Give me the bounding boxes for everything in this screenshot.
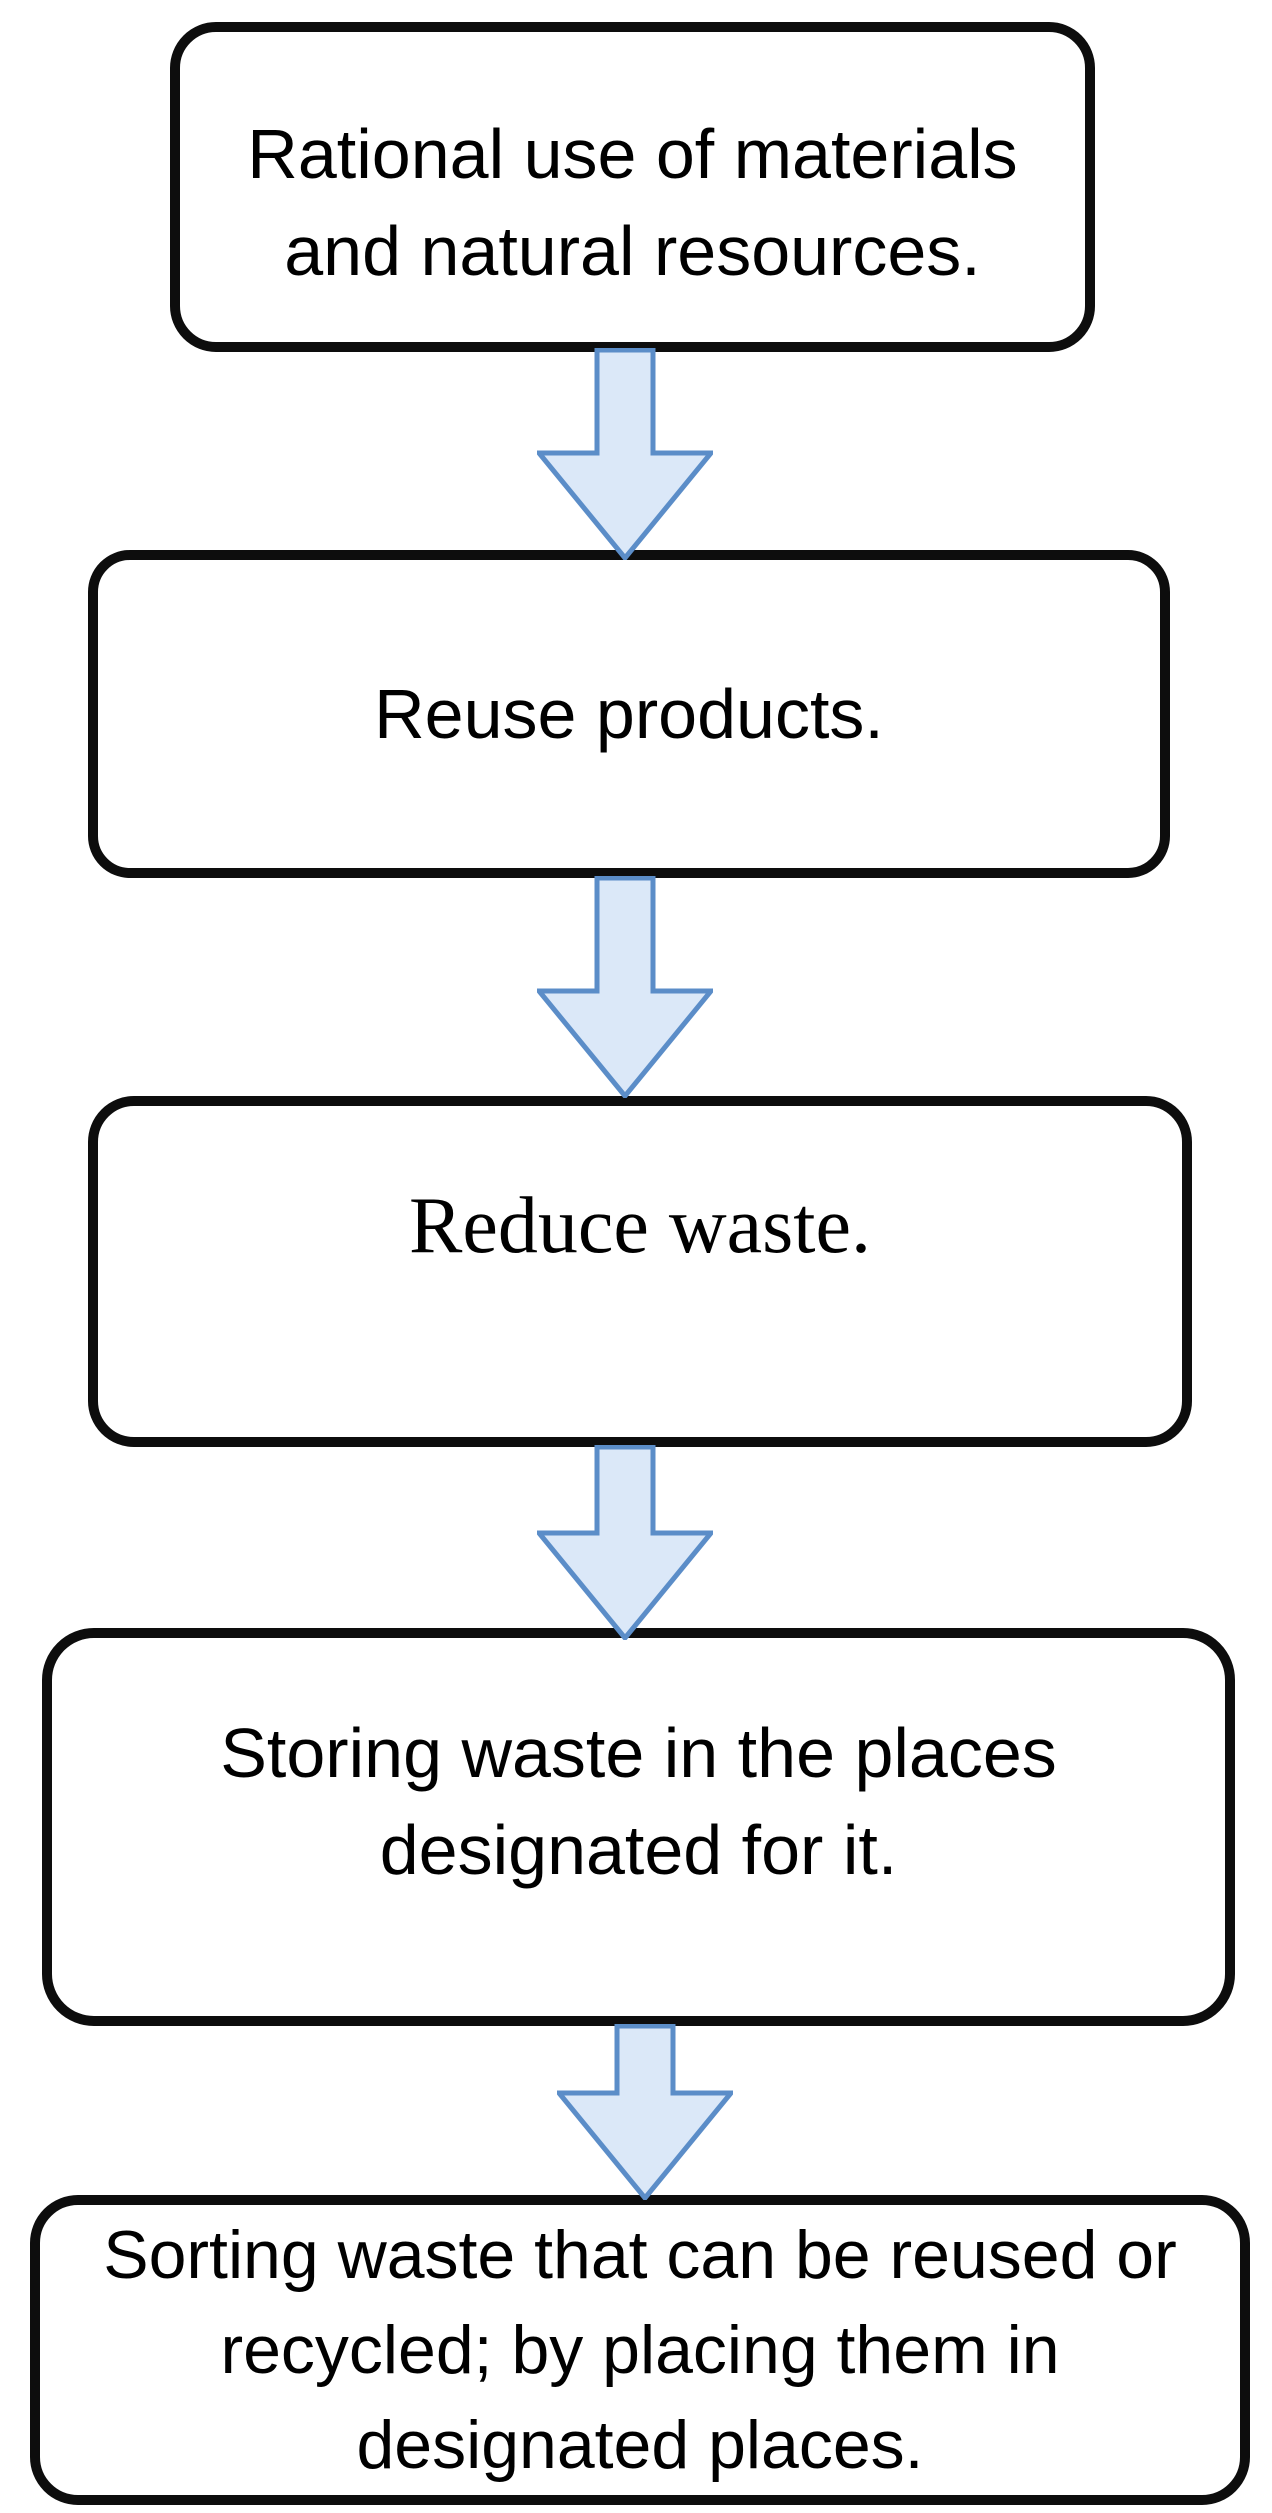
box-line: recycled; by placing them in	[220, 2311, 1060, 2388]
down-arrow-shape	[537, 1445, 713, 1640]
down-arrow-shape	[537, 876, 713, 1098]
flow-box-reduce-waste: Reduce waste.	[88, 1096, 1192, 1447]
box-line: Sorting waste that can be reused or	[103, 2216, 1177, 2293]
box-line: designated places.	[356, 2406, 924, 2483]
box-text: Rational use of materials and natural re…	[180, 106, 1085, 300]
down-arrow	[537, 876, 713, 1098]
down-arrow-shape	[557, 2024, 733, 2200]
flow-box-sorting-waste: Sorting waste that can be reused or recy…	[30, 2195, 1250, 2505]
box-text: Reduce waste.	[98, 1176, 1182, 1276]
box-line: Reuse products.	[374, 674, 884, 753]
down-arrow	[537, 348, 713, 560]
box-text: Storing waste in the places designated f…	[52, 1705, 1225, 1899]
box-text: Reuse products.	[98, 666, 1160, 763]
down-arrow	[537, 1445, 713, 1640]
box-line: Rational use of materials	[247, 115, 1018, 193]
flow-box-rational-use: Rational use of materials and natural re…	[170, 22, 1095, 352]
box-line: and natural resources.	[284, 212, 981, 290]
down-arrow-shape	[537, 348, 713, 560]
flow-box-reuse-products: Reuse products.	[88, 550, 1170, 878]
box-line: Storing waste in the places	[220, 1714, 1057, 1792]
down-arrow	[557, 2024, 733, 2200]
box-text: Sorting waste that can be reused or recy…	[40, 2208, 1240, 2493]
box-line: Reduce waste.	[408, 1181, 872, 1270]
flow-box-storing-waste: Storing waste in the places designated f…	[42, 1628, 1235, 2026]
box-line: designated for it.	[379, 1811, 898, 1889]
